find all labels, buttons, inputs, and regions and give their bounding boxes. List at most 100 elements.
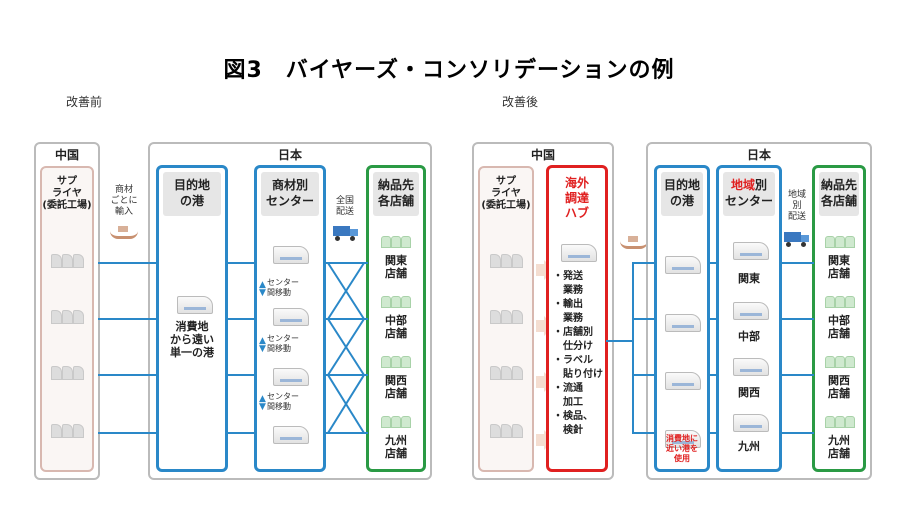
truck-icon xyxy=(784,232,810,247)
flow-line xyxy=(708,374,718,376)
flow-line xyxy=(780,262,814,264)
warehouse-icon xyxy=(665,314,701,332)
flow-line xyxy=(98,374,158,376)
before-transfer-note: センター 間移動 xyxy=(267,278,299,297)
warehouse-icon xyxy=(561,244,597,262)
warehouse-icon xyxy=(273,426,309,444)
factory-icon xyxy=(51,254,85,268)
flow-line xyxy=(632,262,656,264)
after-center-header-rest: 別 センター xyxy=(724,178,773,208)
flow-line xyxy=(98,432,158,434)
supply-arrow-icon xyxy=(536,430,554,450)
before-supplier-box: サプ ライヤ (委託工場) xyxy=(40,166,94,472)
flow-line xyxy=(324,318,368,320)
supply-arrow-icon xyxy=(536,372,554,392)
after-store-box: 納品先 各店舗 関東 店舗 中部 店舗 関西 店舗 九州 店舗 xyxy=(812,165,866,472)
after-port-box: 目的地 の港 消費地に 近い港を 使用 xyxy=(654,165,710,472)
flow-line xyxy=(98,262,158,264)
after-center-chubu: 中部 xyxy=(738,330,760,343)
after-center-box: 地域別 センター 関東 中部 関西 九州 xyxy=(716,165,782,472)
before-china-region: 中国 サプ ライヤ (委託工場) xyxy=(34,142,100,480)
after-store-kanto: 関東 店舗 xyxy=(828,254,850,280)
truck-icon xyxy=(333,226,359,241)
after-store-header: 納品先 各店舗 xyxy=(819,172,859,216)
flow-line xyxy=(780,318,814,320)
ship-icon xyxy=(620,236,648,249)
after-center-header-region: 地域 xyxy=(730,178,755,192)
flow-line xyxy=(98,318,158,320)
before-store-chubu: 中部 店舗 xyxy=(385,314,407,340)
warehouse-icon xyxy=(665,430,701,448)
before-port-body: 消費地 から遠い 単一の港 xyxy=(170,320,214,359)
before-store-kanto: 関東 店舗 xyxy=(385,254,407,280)
store-icon xyxy=(381,294,411,308)
before-center-header: 商材別 センター xyxy=(261,172,319,216)
flow-line xyxy=(780,432,814,434)
flow-line xyxy=(324,432,368,434)
warehouse-icon xyxy=(733,302,769,320)
before-store-box: 納品先 各店舗 関東 店舗 中部 店舗 関西 店舗 九州 店舗 xyxy=(366,165,426,472)
flow-line xyxy=(708,432,718,434)
before-supplier-label: サプ ライヤ (委託工場) xyxy=(42,176,92,211)
before-transfer-note: センター 間移動 xyxy=(267,392,299,411)
flow-line xyxy=(324,374,368,376)
warehouse-icon xyxy=(733,414,769,432)
store-icon xyxy=(825,354,855,368)
before-nationwide-note: 全国 配送 xyxy=(335,196,354,217)
after-supplier-label: サプ ライヤ (委託工場) xyxy=(481,176,531,211)
flow-line xyxy=(324,262,368,264)
after-supplier-box: サプ ライヤ (委託工場) xyxy=(478,166,534,472)
before-port-box: 目的地 の港 消費地 から遠い 単一の港 xyxy=(156,165,228,472)
before-center-box: 商材別 センター ▲▼ センター 間移動 ▲▼ センター 間移動 ▲▼ センター… xyxy=(254,165,326,472)
flow-line xyxy=(632,318,656,320)
factory-icon xyxy=(51,424,85,438)
warehouse-icon xyxy=(177,296,213,314)
after-hub-tasks: ・発送 業務 ・輸出 業務 ・店舗別 仕分け ・ラベル 貼り付け ・流通 加工 … xyxy=(553,271,603,436)
before-store-kansai: 関西 店舗 xyxy=(385,374,407,400)
store-icon xyxy=(825,234,855,248)
warehouse-icon xyxy=(733,358,769,376)
after-store-kyushu: 九州 店舗 xyxy=(828,434,850,460)
supply-arrow-icon xyxy=(536,316,554,336)
double-arrow-icon: ▲▼ xyxy=(259,394,266,412)
after-store-chubu: 中部 店舗 xyxy=(828,314,850,340)
before-china-label: 中国 xyxy=(54,148,79,162)
after-tag: 改善後 xyxy=(502,95,539,109)
supply-arrow-icon xyxy=(536,260,554,280)
flow-line xyxy=(632,432,656,434)
flow-line xyxy=(226,432,256,434)
store-icon xyxy=(381,414,411,428)
warehouse-icon xyxy=(273,308,309,326)
before-japan-label: 日本 xyxy=(277,148,302,162)
after-center-kyushu: 九州 xyxy=(738,440,760,453)
factory-icon xyxy=(490,310,524,324)
after-center-header: 地域別 センター xyxy=(723,172,775,216)
flow-line xyxy=(226,374,256,376)
after-hub-box: 海外 調達 ハブ ・発送 業務 ・輸出 業務 ・店舗別 仕分け ・ラベル 貼り付… xyxy=(546,165,608,472)
flow-line xyxy=(226,262,256,264)
flow-line xyxy=(226,318,256,320)
warehouse-icon xyxy=(665,256,701,274)
before-store-header: 納品先 各店舗 xyxy=(373,172,419,216)
before-store-kyushu: 九州 店舗 xyxy=(385,434,407,460)
after-port-header: 目的地 の港 xyxy=(661,172,703,216)
factory-icon xyxy=(51,366,85,380)
flow-line xyxy=(606,340,632,342)
double-arrow-icon: ▲▼ xyxy=(259,280,266,298)
warehouse-icon xyxy=(733,242,769,260)
factory-icon xyxy=(490,254,524,268)
flow-line xyxy=(708,262,718,264)
figure-title: 図3 バイヤーズ・コンソリデーションの例 xyxy=(223,58,675,83)
warehouse-icon xyxy=(273,368,309,386)
store-icon xyxy=(381,234,411,248)
store-icon xyxy=(381,354,411,368)
warehouse-icon xyxy=(273,246,309,264)
double-arrow-icon: ▲▼ xyxy=(259,336,266,354)
ship-icon xyxy=(110,226,138,239)
before-port-header: 目的地 の港 xyxy=(163,172,221,216)
factory-icon xyxy=(490,366,524,380)
after-china-label: 中国 xyxy=(530,148,555,162)
after-port-note: 消費地に 近い港を 使用 xyxy=(666,434,698,463)
after-japan-label: 日本 xyxy=(746,148,771,162)
after-center-kansai: 関西 xyxy=(738,386,760,399)
